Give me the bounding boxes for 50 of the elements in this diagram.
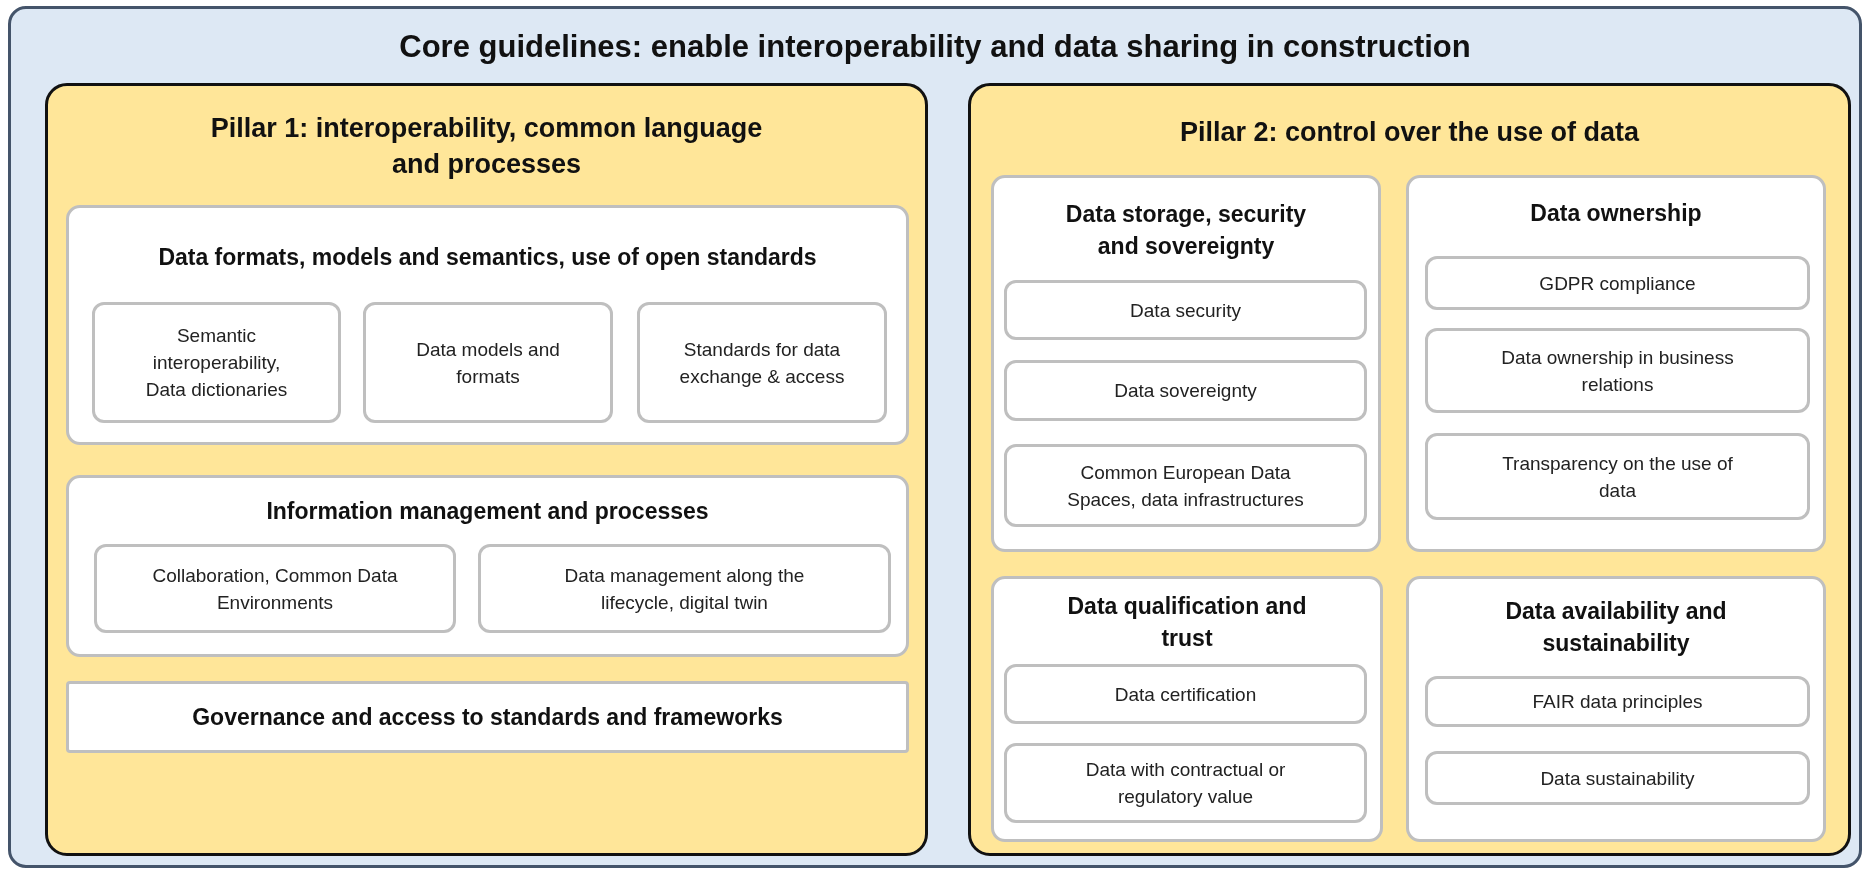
pillar-title: Pillar 2: control over the use of data [1179,116,1640,149]
pillar-panel [45,83,928,856]
group-box [1406,576,1826,842]
topic-label: Data models and formats [415,337,561,389]
topic-box [478,544,891,633]
topic-label: FAIR data principles [1532,690,1703,714]
topic-label: GDPR compliance [1539,271,1696,296]
topic-box [94,544,456,633]
group-box [1406,175,1826,552]
topic-box [1425,433,1810,520]
group-heading: Data qualification and trust [1066,592,1308,653]
topic-label: Standards for data exchange & access [678,337,846,389]
topic-label: Common European Data Spaces, data infrastructures [1066,460,1305,512]
topic-box [1004,664,1367,724]
outer-panel [8,6,1862,868]
group-box [66,205,909,445]
topic-label: Data management along the lifecycle, digital twin [563,563,806,615]
group-heading: Data formats, models and semantics, use of open standards [158,242,817,272]
group-heading: Data storage, security and sovereignty [1064,199,1308,261]
group-heading: Data availability and sustainability [1504,597,1728,658]
topic-box [1004,360,1367,421]
topic-box [66,681,909,753]
panel-title: Core guidelines: enable interoperability and data sharing in construction [399,27,1471,66]
topic-box [1425,676,1810,727]
pillar-panel [968,83,1851,856]
topic-label: Data sovereignty [1114,379,1257,403]
topic-label: Data ownership in business relations [1500,345,1735,397]
topic-label: Data sustainability [1540,766,1695,791]
group-heading: Information management and processes [266,497,709,526]
topic-label: Data with contractual or regulatory value [1084,758,1287,809]
group-heading: Data ownership [1530,199,1702,228]
group-box [991,576,1383,842]
topic-label: Data security [1130,298,1241,323]
topic-label: Semantic interoperability, Data dictionaries [144,324,289,402]
topic-box [637,302,887,423]
group-box [66,475,909,657]
topic-label: Data certification [1114,682,1257,707]
topic-box [1425,751,1810,805]
topic-box [363,302,613,423]
topic-label: Transparency on the use of data [1501,451,1734,503]
topic-label: Collaboration, Common Data Environments [151,563,399,615]
topic-box [1425,328,1810,413]
topic-box [1004,280,1367,340]
pillar-title: Pillar 1: interoperability, common language and processes [209,112,764,181]
topic-label: Governance and access to standards and frameworks [192,702,783,732]
topic-box [1004,444,1367,527]
group-box [991,175,1381,552]
topic-box [1425,256,1810,310]
topic-box [1004,743,1367,823]
topic-box [92,302,341,423]
